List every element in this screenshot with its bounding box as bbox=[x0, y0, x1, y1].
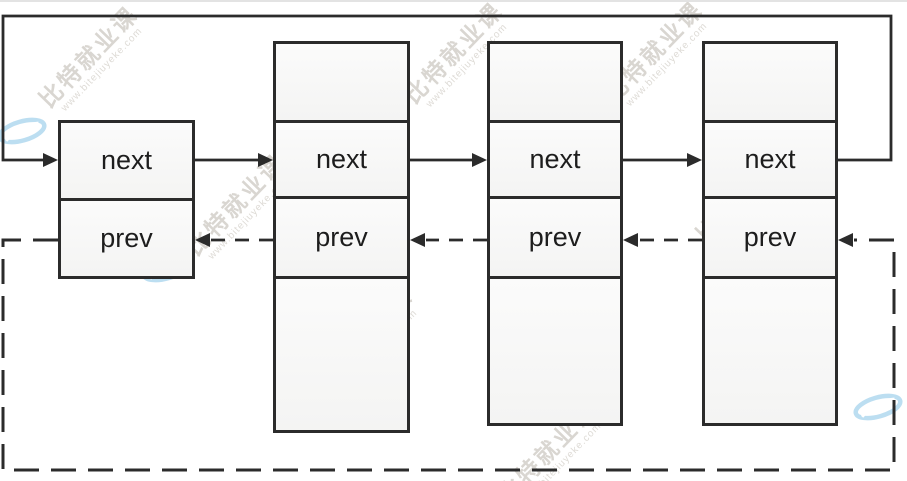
list-node-3: next prev bbox=[487, 41, 623, 426]
node-3-prev-cell: prev bbox=[490, 196, 620, 276]
prev-arrow-node2-to-node1 bbox=[195, 233, 273, 247]
prev-pointer-label: prev bbox=[100, 223, 153, 253]
node-2-data2-cell bbox=[276, 276, 407, 430]
node-4-data2-cell bbox=[705, 276, 835, 423]
watermark-logo-icon bbox=[0, 117, 47, 145]
prev-loop-arrow-node1-to-node4 bbox=[1, 233, 896, 472]
next-pointer-label: next bbox=[315, 144, 368, 174]
node-1-next-cell: next bbox=[61, 123, 192, 198]
node-4-next-cell: next bbox=[705, 120, 835, 196]
list-node-2: next prev bbox=[273, 41, 410, 433]
next-arrow-node3-to-node4 bbox=[623, 153, 702, 167]
node-3-data2-cell bbox=[490, 276, 620, 423]
prev-pointer-label: prev bbox=[743, 222, 797, 252]
watermark-logo-icon bbox=[853, 393, 903, 421]
prev-arrow-node4-to-node3 bbox=[623, 233, 702, 247]
list-node-1: next prev bbox=[58, 120, 195, 279]
next-pointer-label: next bbox=[529, 144, 581, 174]
next-loop-arrow-node4-to-node1 bbox=[1, 14, 893, 167]
node-2-next-cell: next bbox=[276, 120, 407, 196]
node-4-prev-cell: prev bbox=[705, 196, 835, 276]
node-3-next-cell: next bbox=[490, 120, 620, 196]
node-2-data-cell bbox=[276, 44, 407, 120]
node-1-prev-cell: prev bbox=[61, 198, 192, 276]
prev-arrow-node3-to-node2 bbox=[410, 233, 487, 247]
prev-pointer-label: prev bbox=[315, 222, 368, 252]
next-arrow-node2-to-node3 bbox=[410, 153, 487, 167]
list-node-4: next prev bbox=[702, 41, 838, 426]
next-arrow-node1-to-node2 bbox=[195, 153, 273, 167]
next-pointer-label: next bbox=[744, 144, 796, 174]
next-pointer-label: next bbox=[100, 145, 153, 175]
node-4-data-cell bbox=[705, 44, 835, 120]
node-2-prev-cell: prev bbox=[276, 196, 407, 276]
prev-pointer-label: prev bbox=[528, 222, 582, 252]
node-3-data-cell bbox=[490, 44, 620, 120]
